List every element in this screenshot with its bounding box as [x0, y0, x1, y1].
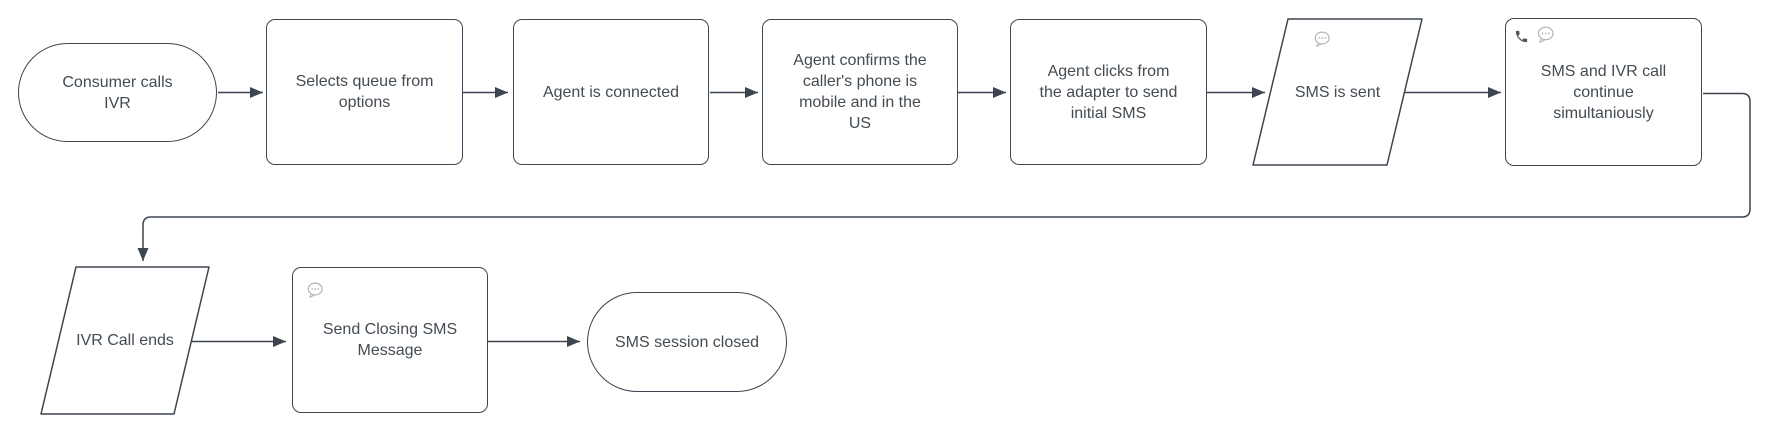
- node-label: Agent clicks from the adapter to send in…: [1039, 62, 1178, 122]
- sms-message-icon: [1537, 26, 1555, 44]
- node-agent-confirms-mobile-us[interactable]: Agent confirms the caller's phone is mob…: [762, 19, 958, 165]
- node-sms-and-ivr-continue[interactable]: SMS and IVR call continue simultaniously: [1505, 18, 1702, 166]
- node-agent-clicks-send-initial-sms[interactable]: Agent clicks from the adapter to send in…: [1010, 19, 1207, 165]
- node-label: SMS session closed: [614, 333, 760, 351]
- node-label: SMS is sent: [1294, 83, 1381, 101]
- node-label: Agent is connected: [542, 83, 680, 101]
- node-agent-is-connected[interactable]: Agent is connected: [513, 19, 709, 165]
- node-label: SMS and IVR call continue simultaniously: [1540, 62, 1667, 122]
- node-ivr-call-ends[interactable]: IVR Call ends: [40, 266, 210, 415]
- node-selects-queue-from-options[interactable]: Selects queue from options: [266, 19, 463, 165]
- node-label: Consumer calls IVR: [62, 73, 173, 112]
- node-sms-session-closed[interactable]: SMS session closed: [587, 292, 787, 392]
- node-label: Agent confirms the caller's phone is mob…: [793, 52, 927, 132]
- phone-call-icon: [1514, 29, 1529, 44]
- node-label: Selects queue from options: [295, 73, 434, 111]
- node-send-closing-sms-message[interactable]: Send Closing SMS Message: [292, 267, 488, 413]
- sms-message-icon: [307, 282, 324, 299]
- parallelogram-shape: [40, 266, 210, 415]
- node-label: Send Closing SMS Message: [322, 321, 458, 359]
- node-consumer-calls-ivr[interactable]: Consumer calls IVR: [18, 43, 217, 142]
- node-sms-is-sent[interactable]: SMS is sent: [1252, 18, 1423, 166]
- node-label: IVR Call ends: [76, 332, 174, 349]
- sms-message-icon: [1314, 31, 1331, 48]
